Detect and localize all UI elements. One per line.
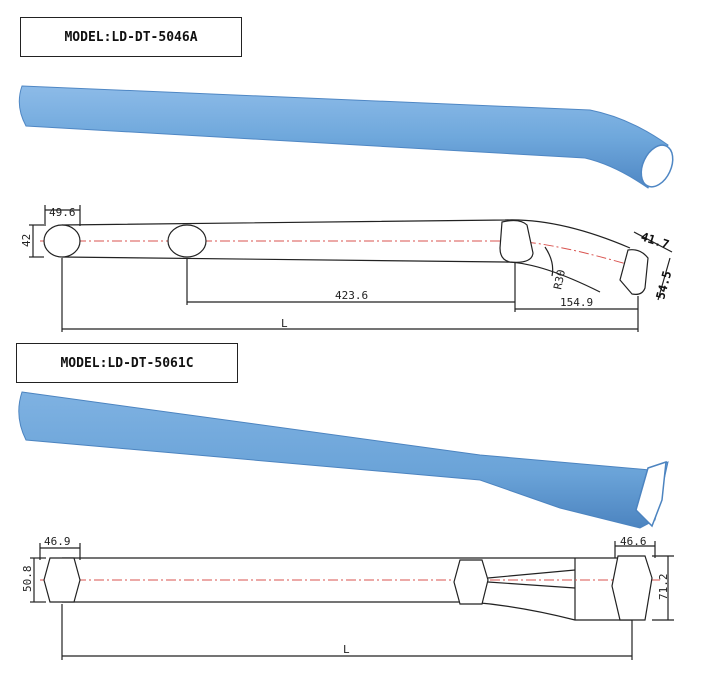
- dim-left-height-a: 42: [20, 234, 33, 247]
- dim-right-height-c: 71.2: [657, 574, 670, 601]
- section-mid-5061c: [453, 559, 489, 605]
- dim-end-height-a: 54.5: [653, 269, 674, 301]
- model-label-5061c: MODEL:LD-DT-5061C: [16, 343, 238, 383]
- section-mid-5046a: [167, 224, 207, 258]
- dims-5061c: 46.9 50.8 46.6 71.2 L: [21, 535, 670, 656]
- dim-end-width-a: 41.7: [639, 230, 671, 252]
- section-left-5061c: [43, 557, 81, 603]
- dim-bend-radius-a: R30: [551, 268, 568, 290]
- dim-mid-length-a: 423.6: [335, 289, 368, 302]
- dim-left-height-c: 50.8: [21, 566, 34, 593]
- model-label-5046a: MODEL:LD-DT-5046A: [20, 17, 242, 57]
- drawing-5061c: [30, 541, 674, 660]
- dim-total-length-a: L: [281, 317, 288, 330]
- dim-bend-length-a: 154.9: [560, 296, 593, 309]
- dim-right-width-c: 46.6: [620, 535, 647, 548]
- section-end-5046a: [619, 249, 649, 295]
- tube-3d-5046a: [18, 85, 674, 189]
- section-end-5061c: [611, 555, 653, 621]
- drawing-5046a: [29, 205, 673, 332]
- tube-3d-5061c: [18, 391, 669, 529]
- dim-left-width-c: 46.9: [44, 535, 71, 548]
- dim-total-length-c: L: [343, 643, 350, 656]
- section-left-5046a: [43, 224, 81, 258]
- dim-left-width-a: 49.6: [49, 206, 76, 219]
- section-bend-5046a: [499, 219, 534, 263]
